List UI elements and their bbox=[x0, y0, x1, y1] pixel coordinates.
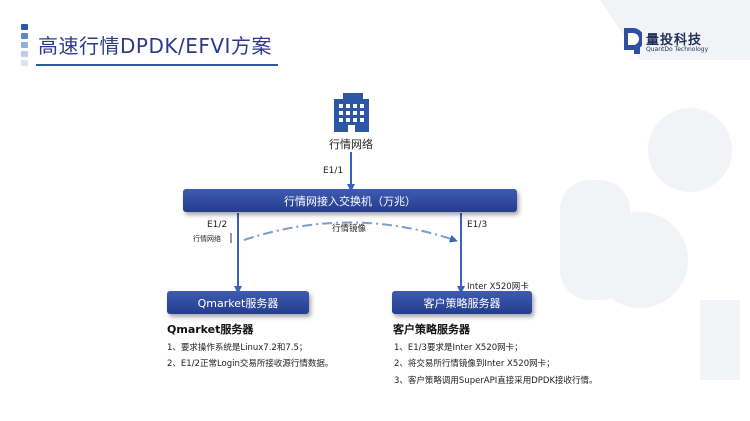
right-desc-line-1: 1、E1/3要求是Inter X520网卡； bbox=[394, 343, 523, 353]
left-desc-title: Qmarket服务器 bbox=[167, 323, 254, 336]
right-server-box: 客户策略服务器 bbox=[392, 291, 532, 314]
nic-label: Inter X520网卡 bbox=[467, 282, 529, 292]
title-marker-icon bbox=[21, 24, 29, 68]
mirror-curve bbox=[243, 221, 458, 243]
left-desc-line-1: 1、要求操作系统是Linux7.2和7.5； bbox=[167, 343, 308, 353]
logo-name-cn: 量投科技 bbox=[646, 33, 703, 48]
logo-name-en: QuantDo Technology bbox=[646, 46, 709, 53]
link-top-label: E1/1 bbox=[323, 166, 344, 176]
page-title: 高速行情DPDK/EFVI方案 bbox=[38, 34, 272, 58]
title-underline bbox=[36, 64, 278, 66]
right-desc-line-2: 2、将交易所行情镜像到Inter X520网卡； bbox=[394, 359, 555, 369]
company-logo: 量投科技 QuantDo Technology bbox=[622, 26, 732, 58]
right-desc-line-3: 3、客户策略调用SuperAPI直接采用DPDK接收行情。 bbox=[394, 376, 598, 386]
port-left-label: E1/2 bbox=[207, 220, 228, 230]
port-right-label: E1/3 bbox=[467, 220, 488, 230]
source-label: 行情网络 bbox=[329, 138, 373, 151]
left-server-box: Qmarket服务器 bbox=[167, 291, 309, 314]
mirror-label: 行情镜像 bbox=[332, 224, 367, 234]
building-icon bbox=[334, 93, 369, 132]
quantdo-logo-icon bbox=[624, 28, 642, 54]
right-desc-title: 客户策略服务器 bbox=[393, 323, 470, 336]
switch-box: 行情网接入交换机（万兆） bbox=[183, 189, 517, 212]
left-desc-line-2: 2、E1/2正常Login交易所接收源行情数据。 bbox=[167, 359, 334, 369]
left-tag-label: 行情网络 bbox=[193, 235, 221, 243]
